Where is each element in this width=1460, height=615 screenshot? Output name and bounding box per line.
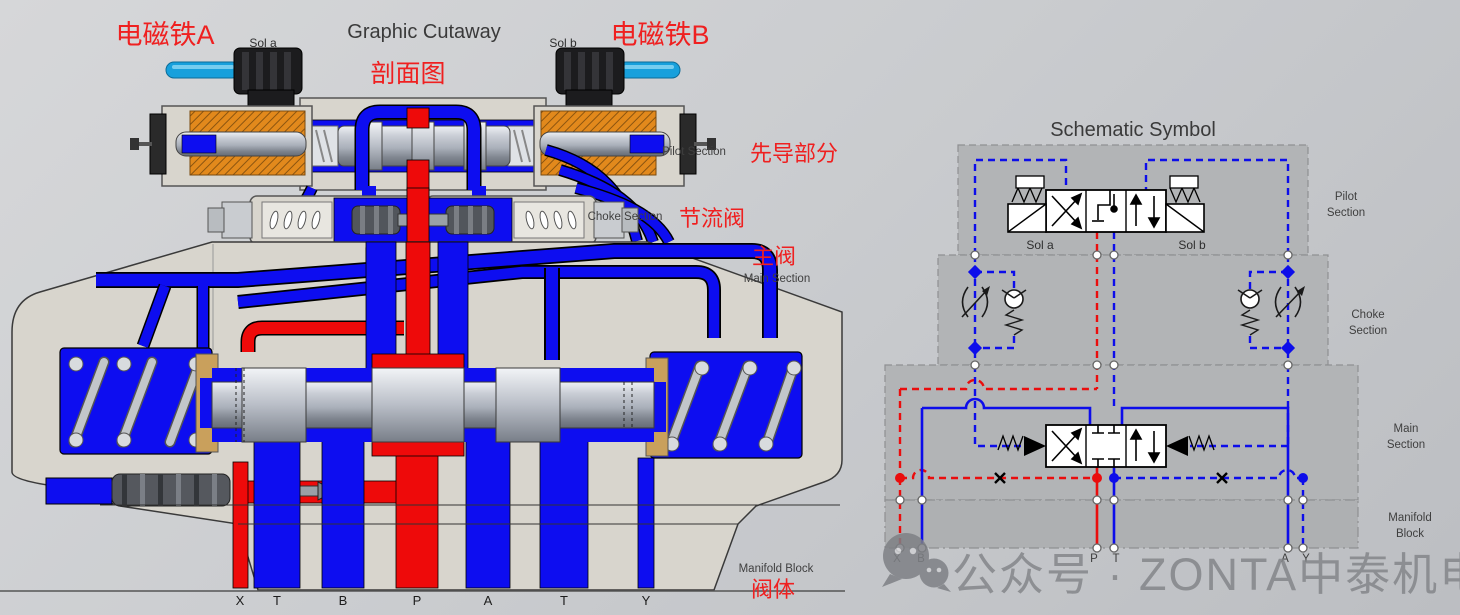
choke-block — [937, 254, 1329, 366]
watermark-text: 公众号 · ZONTA中泰机电 — [952, 549, 1460, 600]
cutaway-panel: 电磁铁A Sol a Graphic Cutaway 剖面图 Sol b 电磁铁… — [0, 20, 845, 608]
solenoid-a-coil — [130, 105, 313, 187]
svg-text:Manifold: Manifold — [1388, 512, 1431, 524]
main-section-en: Main Section — [744, 273, 810, 285]
manifold-block-en: Manifold Block — [739, 563, 814, 575]
cutaway-port-labels: X T B P A T Y — [236, 593, 651, 608]
solenoid-b-label: 电磁铁B — [610, 20, 709, 50]
choke-cartridge-left — [207, 195, 421, 245]
pilot-valve-symbol — [1007, 175, 1205, 233]
schematic-sol-a: Sol a — [1026, 238, 1054, 252]
svg-text:Choke: Choke — [1351, 309, 1384, 321]
watermark: 公众号 · ZONTA中泰机电 — [882, 533, 1460, 600]
spool-assembly — [59, 347, 803, 459]
svg-text:T: T — [273, 593, 281, 608]
svg-text:T: T — [560, 593, 568, 608]
solenoid-a-label: 电磁铁A — [115, 20, 214, 50]
choke-section-en: Choke Section — [588, 211, 663, 223]
svg-text:Block: Block — [1396, 528, 1424, 540]
choke-symbol-right — [1237, 286, 1305, 336]
sol-b-label: Sol b — [549, 36, 577, 50]
svg-text:Section: Section — [1349, 325, 1387, 337]
choke-section-zh: 节流阀 — [679, 206, 745, 231]
manifold-strip — [884, 499, 1359, 549]
svg-text:A: A — [484, 593, 493, 608]
solenoid-b-coil — [533, 105, 716, 187]
svg-text:X: X — [236, 593, 245, 608]
plug-marks — [994, 472, 1228, 484]
junction-dots — [895, 473, 1308, 483]
pilot-section-zh: 先导部分 — [750, 141, 838, 166]
cutaway-subtitle: 剖面图 — [370, 60, 445, 88]
choke-cartridge-right — [406, 187, 639, 247]
svg-text:P: P — [413, 593, 422, 608]
cutaway-labels: 电磁铁A Sol a Graphic Cutaway 剖面图 Sol b 电磁铁… — [115, 20, 838, 608]
main-valve-symbol — [997, 424, 1215, 468]
schematic-labels: Schematic Symbol Sol a Sol b Pilot Secti… — [893, 119, 1432, 565]
wechat-icon — [882, 533, 951, 592]
svg-text:Main: Main — [1394, 423, 1419, 435]
sol-a-label: Sol a — [249, 36, 277, 50]
svg-text:Section: Section — [1387, 439, 1425, 451]
pilot-section-en: Pilot Section — [662, 146, 726, 158]
svg-text:T: T — [1112, 553, 1119, 565]
svg-text:Pilot: Pilot — [1335, 191, 1358, 203]
manifold-channels — [0, 439, 845, 592]
junction-diamonds — [967, 264, 1296, 356]
choke-symbol-left — [961, 286, 1027, 336]
svg-text:B: B — [339, 593, 348, 608]
svg-text:P: P — [1090, 553, 1098, 565]
schematic-panel: Schematic Symbol Sol a Sol b Pilot Secti… — [884, 119, 1432, 565]
svg-text:A: A — [1281, 553, 1289, 565]
main-section-zh: 主阀 — [752, 244, 796, 269]
svg-text:Section: Section — [1327, 207, 1365, 219]
svg-text:Y: Y — [642, 593, 651, 608]
manifold-block-zh: 阀体 — [751, 577, 795, 602]
cutaway-title: Graphic Cutaway — [347, 21, 500, 43]
schematic-title: Schematic Symbol — [1050, 119, 1216, 141]
schematic-sol-b: Sol b — [1178, 238, 1206, 252]
svg-text:Y: Y — [1302, 553, 1310, 565]
main-passages — [96, 241, 778, 371]
